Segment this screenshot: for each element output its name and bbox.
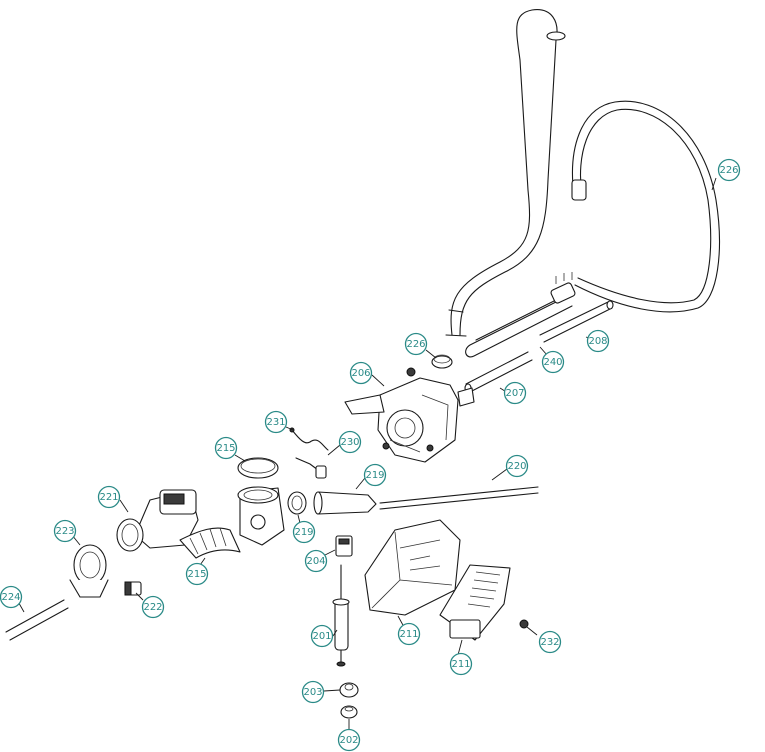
- callout-label: 215: [216, 443, 235, 454]
- callout-219: 219: [363, 463, 387, 487]
- callout-circle: [586, 329, 610, 353]
- callout-223: 223: [53, 519, 77, 543]
- callout-222: 222: [141, 595, 165, 619]
- callout-label: 240: [543, 357, 562, 368]
- callouts: 226 226 208 240 207 206 231 230 215 215 221 223 219 2…: [0, 158, 741, 752]
- motor-part: [344, 367, 475, 463]
- callout-label: 211: [399, 629, 418, 640]
- tube-224-part: [5, 599, 69, 641]
- callout-label: 221: [99, 492, 118, 503]
- callout-226: 226: [404, 332, 428, 356]
- callout-201: 201: [310, 624, 334, 648]
- callout-label: 201: [312, 631, 331, 642]
- callout-label: 220: [507, 461, 526, 472]
- shock-absorber-part: [332, 564, 350, 667]
- callout-circle: [214, 436, 238, 460]
- callout-label: 219: [365, 470, 384, 481]
- callout-label: 223: [55, 526, 74, 537]
- callout-label: 215: [187, 569, 206, 580]
- bushing-202-part: [340, 705, 358, 719]
- rod-220-part: [379, 486, 539, 510]
- pump-assembly-part: [116, 489, 241, 559]
- drain-hose-part: [445, 9, 720, 337]
- callout-211: 211: [397, 622, 421, 646]
- callout-224: 224: [0, 585, 23, 609]
- callout-circle: [538, 630, 562, 654]
- callout-circle: [53, 519, 77, 543]
- callout-230: 230: [338, 430, 362, 454]
- sensor-230-part: [295, 457, 327, 479]
- callout-label: 231: [266, 417, 285, 428]
- callout-215: 215: [185, 562, 209, 586]
- callout-220: 220: [505, 454, 529, 478]
- callout-circle: [264, 410, 288, 434]
- callout-203: 203: [301, 680, 325, 704]
- callout-label: 222: [143, 602, 162, 613]
- clamp-cap-part: [431, 354, 453, 369]
- callout-219: 219: [292, 520, 316, 544]
- callout-215: 215: [214, 436, 238, 460]
- callout-circle: [0, 585, 23, 609]
- callout-label: 224: [1, 592, 20, 603]
- callout-circle: [349, 361, 373, 385]
- callout-label: 226: [406, 339, 425, 350]
- callout-circle: [185, 562, 209, 586]
- callout-208: 208: [586, 329, 610, 353]
- callout-circle: [97, 485, 121, 509]
- callout-circle: [338, 430, 362, 454]
- callout-circle: [503, 381, 527, 405]
- callout-label: 211: [451, 659, 470, 670]
- callout-circle: [541, 350, 565, 374]
- rod-208-part: [539, 300, 614, 343]
- callout-circle: [505, 454, 529, 478]
- clamp-ring-part: [237, 457, 279, 479]
- callout-221: 221: [97, 485, 121, 509]
- callout-circle: [397, 622, 421, 646]
- callout-circle: [363, 463, 387, 487]
- callout-circle: [301, 680, 325, 704]
- callout-label: 202: [339, 735, 358, 746]
- callout-240: 240: [541, 350, 565, 374]
- bushing-203-part: [339, 682, 359, 698]
- callout-label: 207: [505, 388, 524, 399]
- callout-206: 206: [349, 361, 373, 385]
- callout-label: 219: [294, 527, 313, 538]
- callout-circle: [310, 624, 334, 648]
- callout-label: 232: [540, 637, 559, 648]
- leader-lines: [15, 177, 717, 729]
- callout-circle: [292, 520, 316, 544]
- callout-label: 226: [719, 165, 738, 176]
- callout-label: 203: [303, 687, 322, 698]
- callout-231: 231: [264, 410, 288, 434]
- callout-label: 230: [340, 437, 359, 448]
- callout-211: 211: [449, 652, 473, 676]
- callout-204: 204: [304, 549, 328, 573]
- callout-circle: [304, 549, 328, 573]
- callout-circle: [141, 595, 165, 619]
- filter-housing-part: [237, 486, 285, 546]
- filter-219-part: [287, 491, 377, 515]
- heating-element-part: [465, 272, 576, 358]
- callout-226: 226: [717, 158, 741, 182]
- callout-label: 208: [588, 336, 607, 347]
- frame-211-part: [364, 519, 461, 616]
- callout-label: 206: [351, 368, 370, 379]
- callout-232: 232: [538, 630, 562, 654]
- callout-circle: [717, 158, 741, 182]
- block-222-part: [124, 581, 142, 596]
- callout-circle: [337, 728, 361, 752]
- callout-circle: [404, 332, 428, 356]
- callout-label: 204: [306, 556, 325, 567]
- nut-232-part: [519, 619, 529, 629]
- callout-207: 207: [503, 381, 527, 405]
- module-211-part: [439, 564, 511, 641]
- callout-circle: [449, 652, 473, 676]
- wire-231-part: [289, 427, 329, 451]
- connector-204-part: [335, 535, 353, 557]
- seal-223-part: [69, 544, 109, 598]
- callout-202: 202: [337, 728, 361, 752]
